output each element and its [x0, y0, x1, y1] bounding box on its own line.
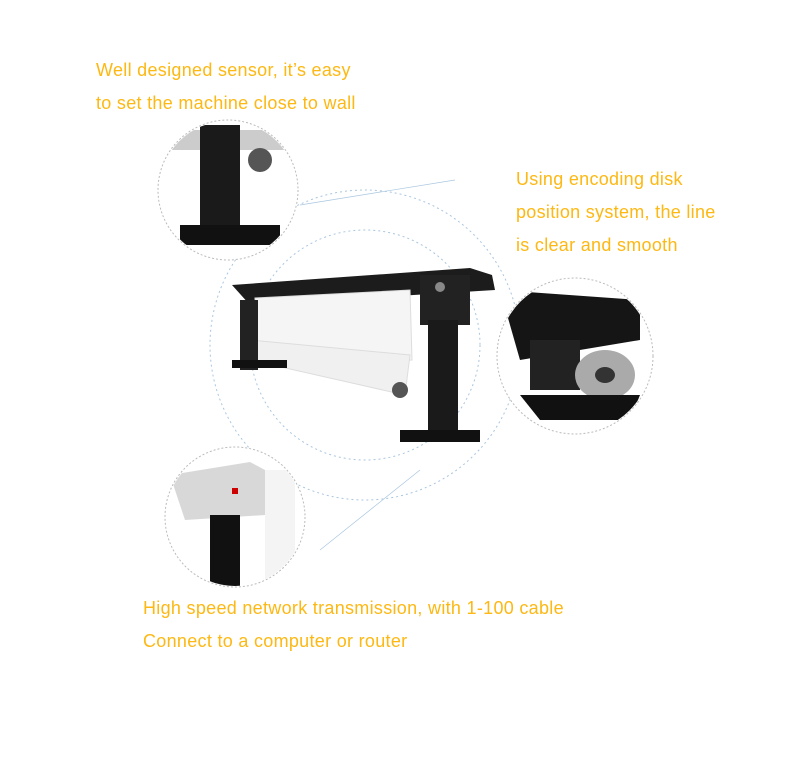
caption-line: to set the machine close to wall	[96, 93, 356, 113]
caption-line: is clear and smooth	[516, 235, 678, 255]
encoder-detail	[496, 277, 654, 435]
feature-caption-network: High speed network transmission, with 1-…	[143, 592, 564, 658]
connector-line	[319, 469, 421, 551]
caption-line: High speed network transmission, with 1-…	[143, 598, 564, 618]
connector-line	[299, 179, 456, 206]
network-detail	[164, 446, 306, 588]
feature-caption-sensor: Well designed sensor, it’s easy to set t…	[96, 54, 356, 120]
caption-line: position system, the line	[516, 202, 716, 222]
caption-line: Well designed sensor, it’s easy	[96, 60, 351, 80]
caption-line: Using encoding disk	[516, 169, 683, 189]
feature-caption-encoder: Using encoding disk position system, the…	[516, 163, 716, 262]
caption-line: Connect to a computer or router	[143, 631, 408, 651]
sensor-detail	[157, 119, 299, 261]
plotter-machine	[232, 268, 495, 442]
